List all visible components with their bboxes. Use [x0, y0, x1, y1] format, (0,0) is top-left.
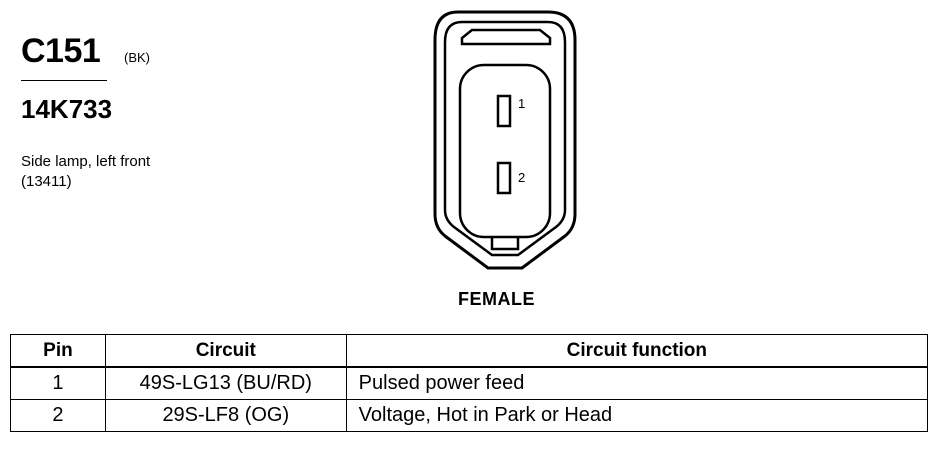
- circuit-cell: 49S-LG13 (BU/RD): [104, 366, 347, 400]
- table-row: 2 29S-LF8 (OG) Voltage, Hot in Park or H…: [10, 399, 929, 432]
- pin-cell: 1: [10, 366, 106, 400]
- connector-face-diagram: 1 2: [433, 10, 577, 270]
- connector-housing-outer: [433, 10, 577, 270]
- circuit-cell: 29S-LF8 (OG): [104, 399, 347, 432]
- pin-1-terminal: [496, 94, 512, 128]
- view-label: FEMALE: [458, 289, 535, 309]
- pin-2-label: 2: [518, 170, 525, 185]
- color-code: (BK): [124, 50, 150, 65]
- column-header-circuit: Circuit: [104, 334, 347, 368]
- terminal-cavity-block: [458, 63, 552, 239]
- pin-2-terminal: [496, 161, 512, 195]
- connector-id: C151: [21, 32, 101, 70]
- connector-housing-inner: [443, 20, 567, 257]
- keyway-notch: [490, 237, 520, 251]
- latch-tab: [460, 28, 552, 46]
- description-line: Side lamp, left front: [21, 153, 151, 170]
- table-header-row: Pin Circuit Circuit function: [10, 334, 929, 368]
- pin-1-label: 1: [518, 96, 525, 111]
- title-divider: [21, 80, 107, 81]
- circuit-function-cell: Pulsed power feed: [345, 366, 929, 400]
- description-line: (13411): [21, 173, 72, 190]
- pinout-table: Pin Circuit Circuit function 1 49S-LG13 …: [10, 334, 929, 432]
- pin-cell: 2: [10, 399, 106, 432]
- circuit-function-cell: Voltage, Hot in Park or Head: [345, 399, 929, 432]
- column-header-circuit-function: Circuit function: [345, 334, 929, 368]
- column-header-pin: Pin: [10, 334, 106, 368]
- table-row: 1 49S-LG13 (BU/RD) Pulsed power feed: [10, 366, 929, 400]
- connector-description: Side lamp, left front (13411): [21, 152, 150, 192]
- part-number: 14K733: [21, 94, 113, 124]
